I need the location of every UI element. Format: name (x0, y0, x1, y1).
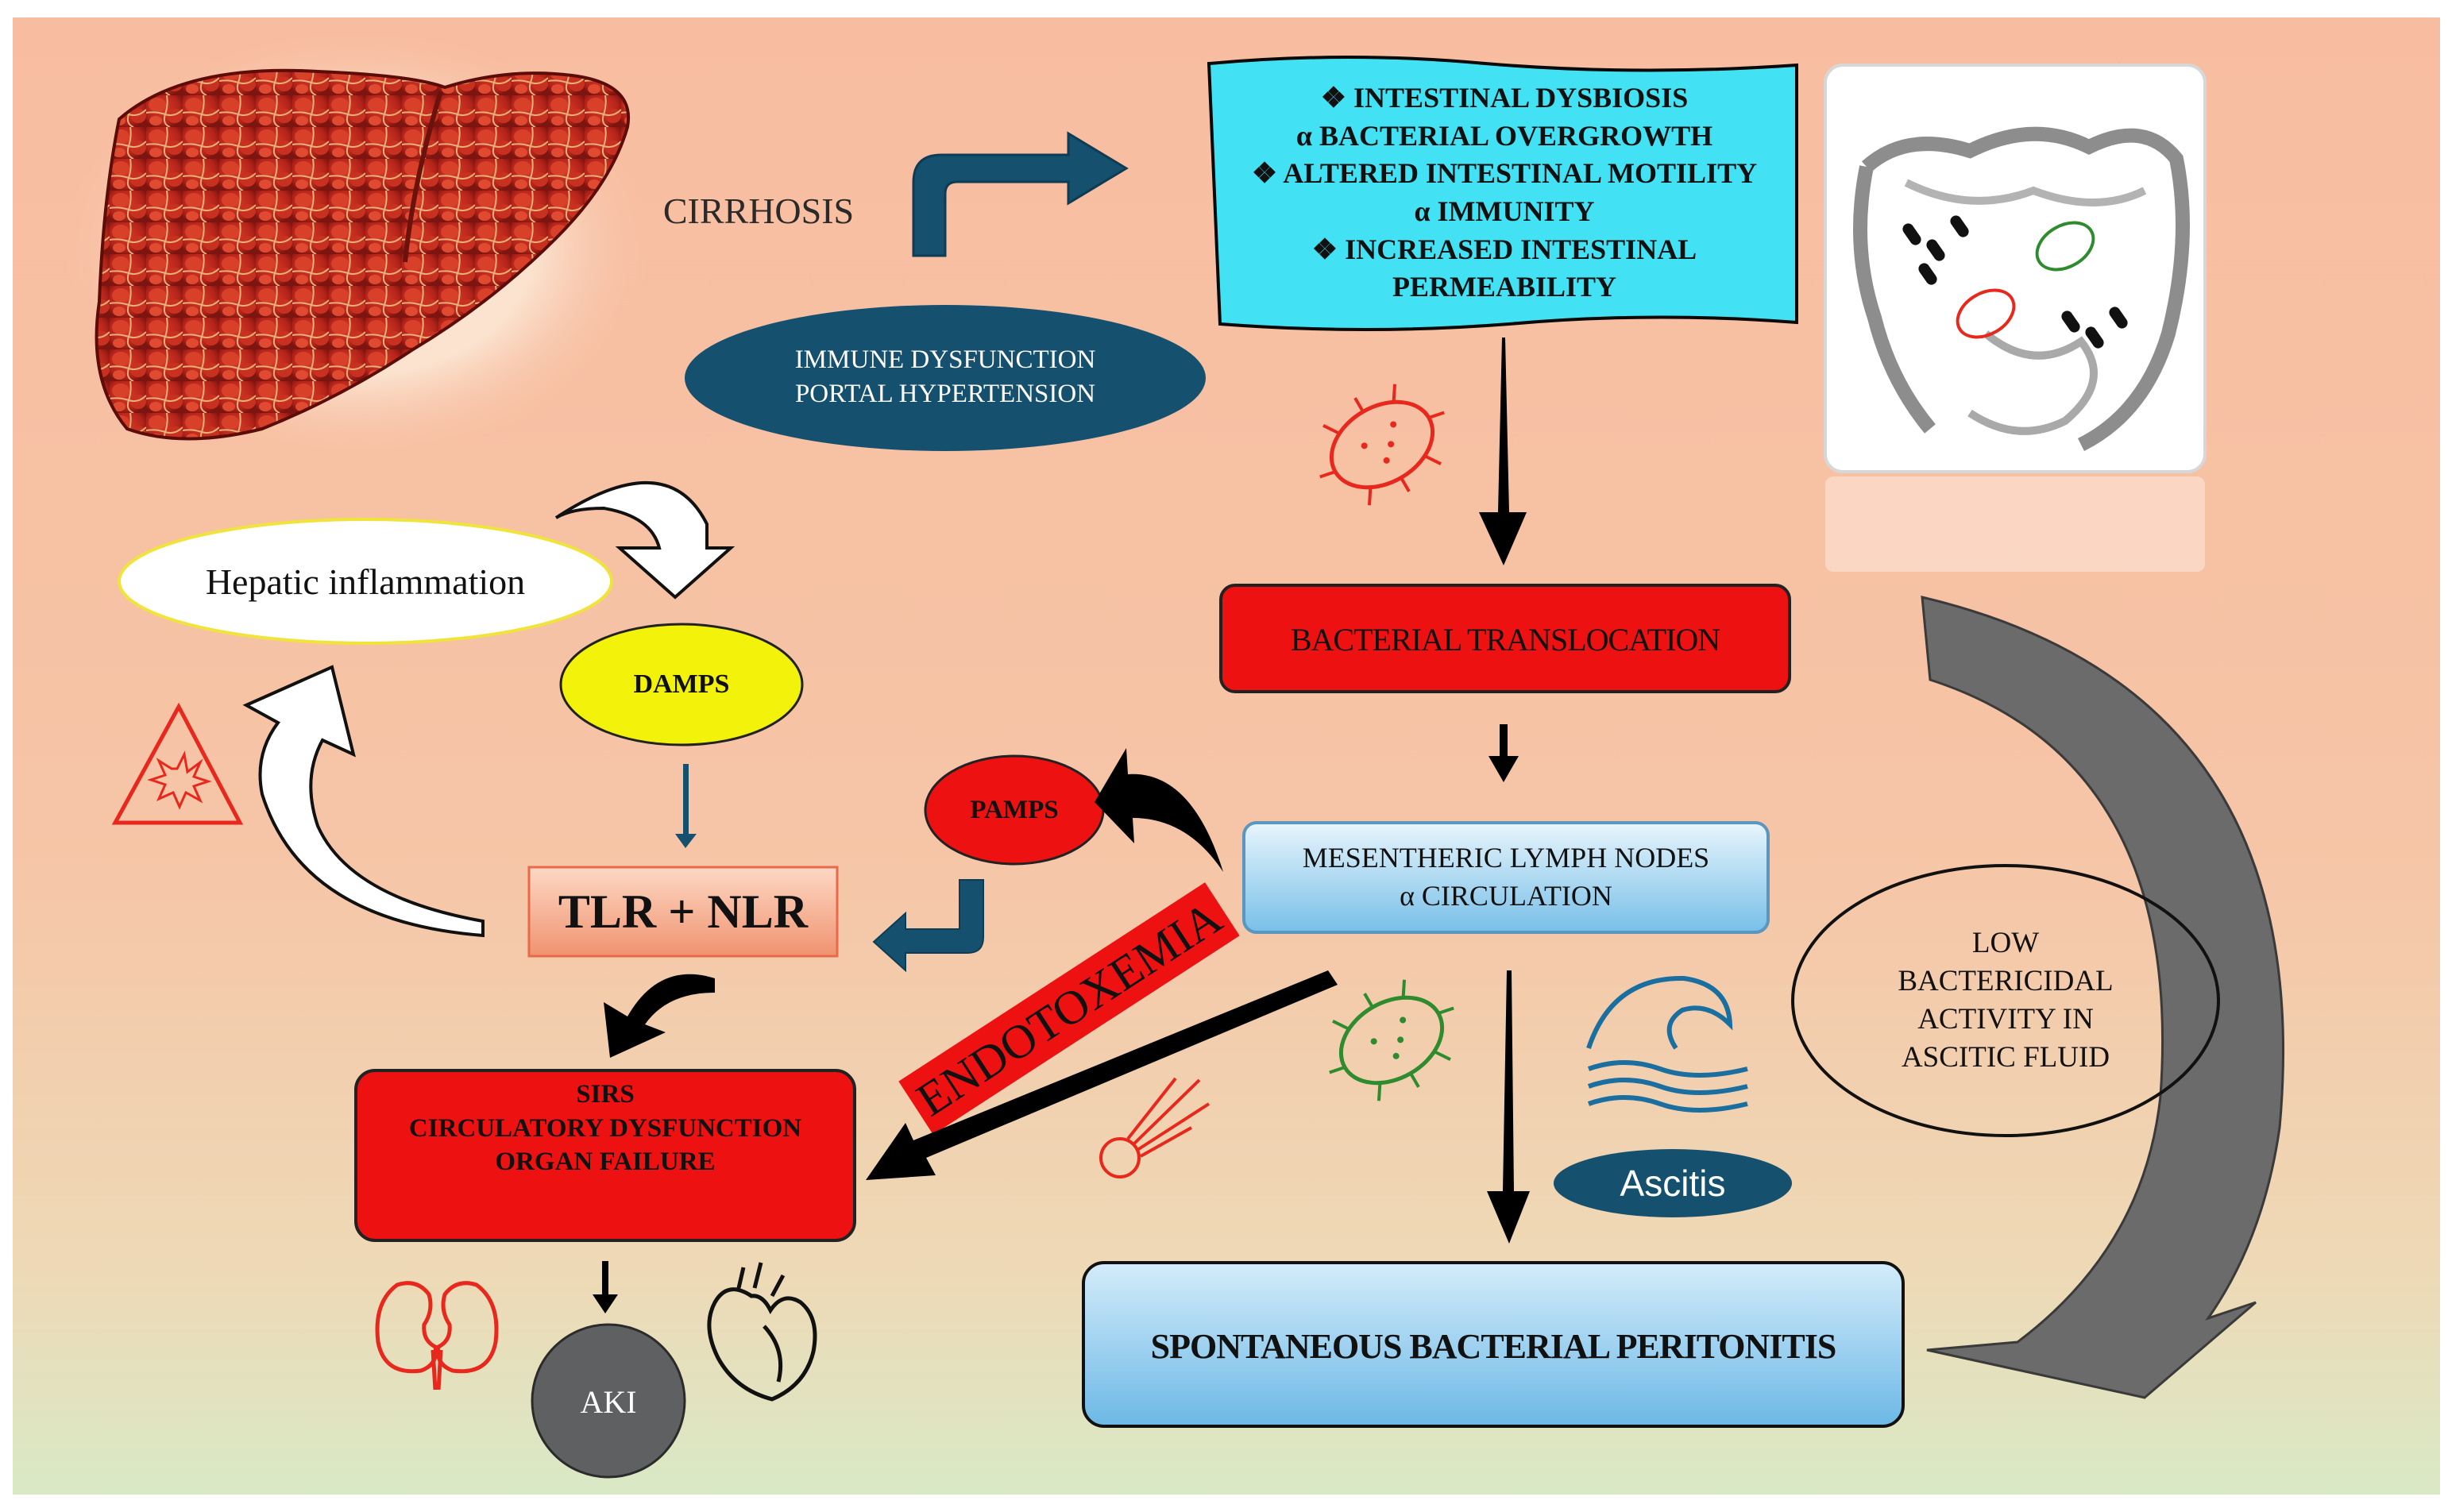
meteor-icon (1099, 1077, 1210, 1178)
tlr-nlr-box (527, 866, 839, 958)
dysbiosis-line-2: α BACTERIAL OVERGROWTH (1295, 119, 1713, 152)
pamps-label: PAMPS (970, 795, 1059, 824)
arrow-mesenteric-to-pamps (1095, 748, 1223, 872)
dysbiosis-line-4: α IMMUNITY (1414, 195, 1595, 227)
kidney-icon (375, 1281, 499, 1390)
arrow-mesenteric-to-sbp (1487, 970, 1530, 1244)
aki-label: AKI (580, 1383, 637, 1420)
mesenteric-line-1: MESENTHERIC LYMPH NODES (1302, 842, 1710, 874)
dysbiosis-line-3: ❖ ALTERED INTESTINAL MOTILITY (1251, 157, 1758, 190)
dysbiosis-line-6: PERMEABILITY (1392, 271, 1617, 303)
bacterial-translocation-label: BACTERIAL TRANSLOCATION (1290, 621, 1720, 658)
bacteria-green-icon (1329, 979, 1454, 1101)
cirrhosis-label: CIRRHOSIS (662, 190, 855, 231)
wave-icon (1586, 975, 1748, 1113)
liver-image (64, 32, 651, 461)
arrow-tlr-to-sirs (604, 974, 715, 1058)
intestine-image (1824, 64, 2207, 572)
arrow-pamps-to-tlr (872, 879, 984, 973)
bacteria-red-icon (1319, 384, 1445, 506)
low-bactericidal-line-1: LOW (1971, 926, 2040, 959)
gray-curved-arrow (1921, 596, 2285, 1399)
aki-circle (531, 1323, 686, 1479)
arrow-translocation-to-mesenteric (1488, 724, 1519, 782)
heart-icon (707, 1262, 817, 1402)
immune-dysfunction-label: IMMUNE DYSFUNCTION PORTAL HYPERTENSION (699, 334, 1191, 421)
sirs-line-2: CIRCULATORY DYSFUNCTION (408, 1113, 802, 1143)
warning-explosion-icon (111, 702, 244, 825)
sbp-box (1082, 1261, 1905, 1428)
low-bactericidal-line-2: BACTERICIDAL (1898, 964, 2114, 997)
dysbiosis-line-5: ❖ INCREASED INTESTINAL (1311, 233, 1697, 265)
low-bactericidal-ellipse (1791, 864, 2220, 1137)
arrow-mesenteric-to-sirs (866, 970, 1338, 1180)
arrow-damps-to-tlr (675, 764, 697, 848)
damps-ellipse (559, 623, 804, 746)
arrow-sirs-to-aki (593, 1261, 618, 1313)
immune-dysfunction-ellipse (685, 305, 1206, 451)
mesenteric-box (1242, 821, 1770, 934)
white-curved-arrow-top (554, 481, 736, 600)
ascitis-label: Ascitis (1620, 1163, 1726, 1204)
sirs-box (354, 1069, 856, 1242)
sirs-line-3: ORGAN FAILURE (495, 1148, 716, 1177)
low-bactericidal-line-4: ASCITIC FLUID (1901, 1041, 2110, 1074)
bacterial-translocation-box (1219, 584, 1791, 693)
portal-hypertension-text: PORTAL HYPERTENSION (794, 380, 1096, 408)
arrow-dysbiosis-to-translocation (1479, 338, 1527, 565)
immune-dysfunction-text: IMMUNE DYSFUNCTION (794, 345, 1096, 375)
low-bactericidal-label: LOW BACTERICIDAL ACTIVITY IN ASCITIC FLU… (1819, 889, 2192, 1112)
mesenteric-line-2: α CIRCULATION (1400, 880, 1612, 912)
low-bactericidal-line-3: ACTIVITY IN (1917, 1003, 2094, 1036)
damps-label: DAMPS (633, 669, 730, 699)
sbp-label: SPONTANEOUS BACTERIAL PERITONITIS (1150, 1326, 1837, 1366)
dysbiosis-label: ❖ INTESTINAL DYSBIOSIS α BACTERIAL OVERG… (1220, 70, 1789, 316)
sirs-line-1: SIRS (576, 1079, 635, 1109)
hepatic-inflammation-label: Hepatic inflammation (205, 561, 526, 602)
dysbiosis-box (1207, 56, 1798, 331)
dysbiosis-line-1: ❖ INTESTINAL DYSBIOSIS (1320, 82, 1689, 114)
hepatic-inflammation-ellipse (118, 518, 613, 645)
sirs-label: SIRS CIRCULATORY DYSFUNCTION ORGAN FAILU… (359, 1077, 851, 1180)
mesenteric-label: MESENTHERIC LYMPH NODES α CIRCULATION (1247, 826, 1765, 929)
endotoxemia-banner (898, 882, 1240, 1135)
ascitis-ellipse (1554, 1149, 1792, 1217)
tlr-nlr-label: TLR + NLR (558, 885, 809, 938)
white-curved-arrow-left (242, 665, 485, 938)
cirrhosis-arrow (912, 131, 1129, 257)
